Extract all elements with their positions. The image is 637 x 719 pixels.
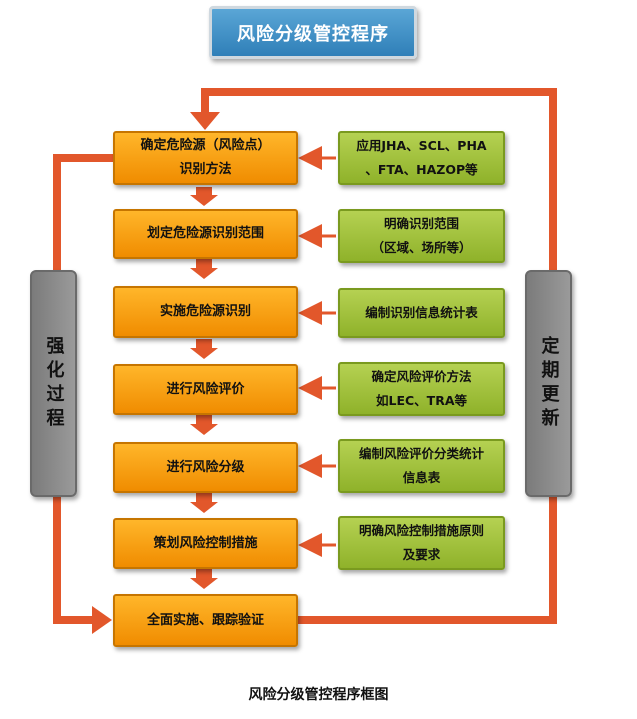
diagram-title: 风险分级管控程序 xyxy=(209,6,417,59)
note-label: 明确风险控制措施原则 xyxy=(358,523,484,538)
step-risk-evaluation: 进行风险评价 xyxy=(113,364,298,415)
note-label: 确定风险评价方法 xyxy=(371,369,472,384)
note-methods: 应用JHA、SCL、PHA 、FTA、HAZOP等 xyxy=(338,131,505,185)
loop-right-arrow xyxy=(201,88,557,624)
down-arrows xyxy=(190,187,218,589)
note-classification-table: 编制风险评价分类统计 信息表 xyxy=(338,439,505,493)
step-identify-method: 确定危险源（风险点） 识别方法 xyxy=(113,131,298,185)
step-label: 全面实施、跟踪验证 xyxy=(146,612,264,628)
diagram-caption: 风险分级管控程序框图 xyxy=(248,687,389,703)
side-label-update: 定期更新 xyxy=(525,270,572,497)
note-evaluation-method: 确定风险评价方法 如LEC、TRA等 xyxy=(338,362,505,416)
step-label: 确定危险源（风险点） xyxy=(140,138,271,153)
step-label: 进行风险分级 xyxy=(166,459,245,475)
step-plan-controls: 策划风险控制措施 xyxy=(113,518,298,569)
step-implement-identification: 实施危险源识别 xyxy=(113,286,298,338)
step-risk-grading: 进行风险分级 xyxy=(113,442,298,493)
note-label: 信息表 xyxy=(402,470,441,485)
note-label: 明确识别范围 xyxy=(383,216,459,231)
note-label: 、FTA、HAZOP等 xyxy=(365,162,478,177)
note-statistics-table: 编制识别信息统计表 xyxy=(338,288,505,338)
step-label: 进行风险评价 xyxy=(166,381,245,397)
note-label: 及要求 xyxy=(402,547,441,562)
side-label-strengthen: 强化过程 xyxy=(30,270,77,497)
note-label: 如LEC、TRA等 xyxy=(375,393,467,408)
note-control-principles: 明确风险控制措施原则 及要求 xyxy=(338,516,505,570)
loop-left-arrowhead xyxy=(92,606,112,634)
step-implement-verify: 全面实施、跟踪验证 xyxy=(113,594,298,647)
step-label: 识别方法 xyxy=(179,162,232,177)
loop-top-arrowhead xyxy=(190,112,220,130)
step-define-scope: 划定危险源识别范围 xyxy=(113,209,298,259)
note-label: （区域、场所等） xyxy=(371,240,472,255)
note-label: 编制风险评价分类统计 xyxy=(358,446,484,461)
note-label: 编制识别信息统计表 xyxy=(365,305,478,320)
side-arrows xyxy=(298,146,336,557)
step-label: 划定危险源识别范围 xyxy=(146,226,264,241)
note-scope: 明确识别范围 （区域、场所等） xyxy=(338,209,505,263)
step-label: 策划风险控制措施 xyxy=(153,535,258,551)
step-label: 实施危险源识别 xyxy=(159,304,251,319)
note-label: 应用JHA、SCL、PHA xyxy=(356,138,487,153)
